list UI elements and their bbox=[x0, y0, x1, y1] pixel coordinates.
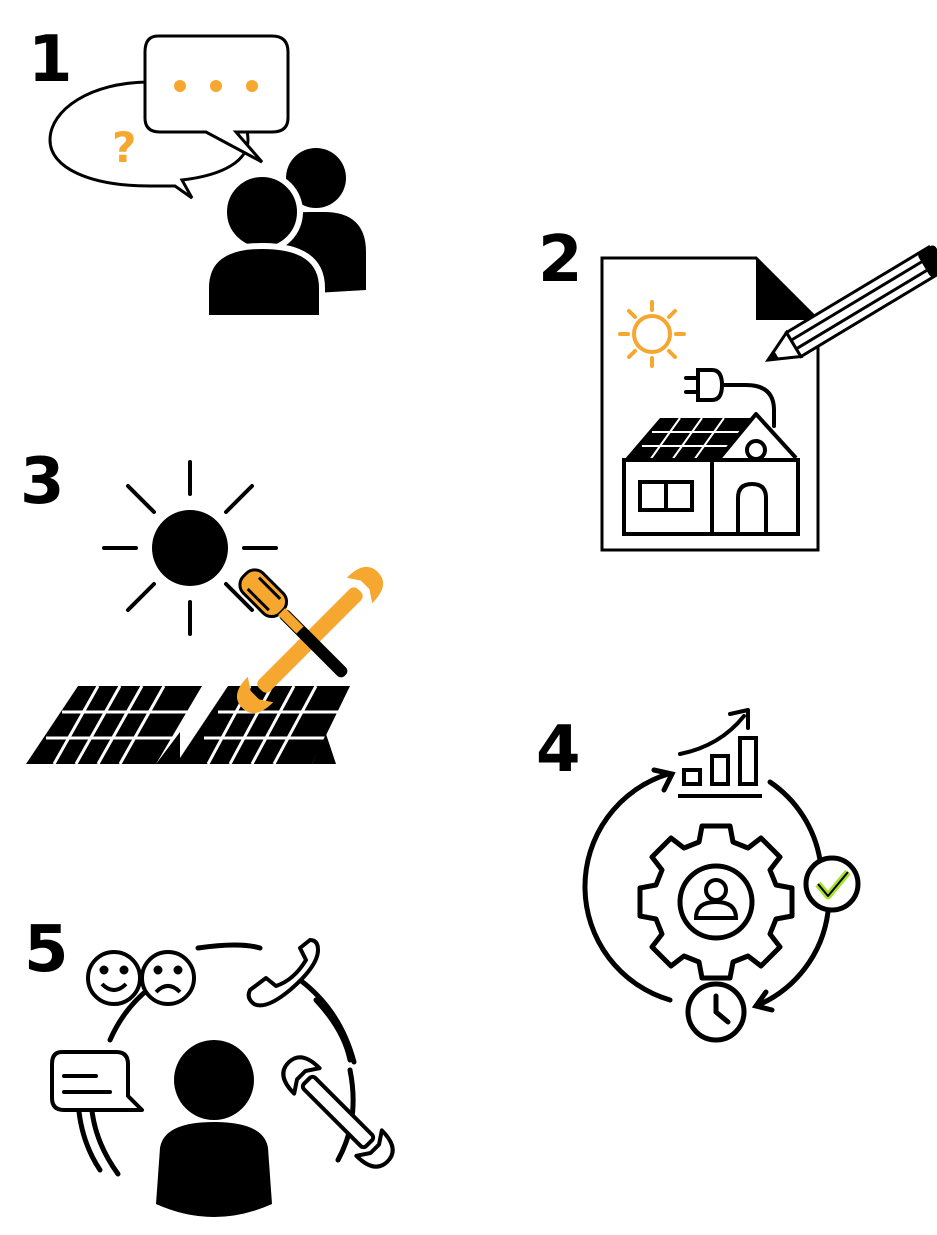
growth-chart-icon bbox=[678, 708, 762, 798]
step-5-group bbox=[50, 938, 395, 1217]
sun-icon bbox=[102, 460, 278, 636]
step-1-number: 1 bbox=[28, 23, 73, 97]
plug-icon bbox=[684, 368, 776, 428]
question-mark-icon: ? bbox=[112, 123, 136, 172]
step-4-group bbox=[582, 708, 861, 1043]
step-1-group: ? bbox=[48, 34, 366, 321]
people-icon bbox=[203, 148, 366, 321]
check-icon bbox=[803, 855, 861, 913]
happy-face-icon bbox=[86, 950, 142, 1006]
step-4-number: 4 bbox=[536, 713, 581, 787]
user-icon bbox=[693, 878, 739, 920]
person-icon bbox=[156, 1040, 272, 1217]
step-3-group bbox=[26, 460, 384, 765]
speech-bubble-front-icon bbox=[143, 34, 290, 164]
wrench-outline-icon bbox=[281, 1055, 395, 1169]
phone-icon bbox=[246, 938, 320, 1008]
sun-outline-icon bbox=[618, 300, 686, 368]
step-2-group bbox=[600, 244, 937, 552]
step-2-number: 2 bbox=[538, 223, 583, 297]
pencil-icon bbox=[764, 244, 937, 362]
solar-panels-icon bbox=[26, 685, 350, 765]
house-with-solar-roof-icon bbox=[622, 412, 800, 536]
screwdriver-icon bbox=[238, 568, 348, 678]
step-3-number: 3 bbox=[20, 445, 65, 519]
document-icon bbox=[600, 256, 820, 552]
step-5-number: 5 bbox=[24, 913, 69, 987]
clock-icon bbox=[685, 981, 747, 1043]
sad-face-icon bbox=[140, 950, 196, 1006]
chat-icon bbox=[50, 1050, 144, 1112]
cycle-arrows-icon bbox=[582, 767, 831, 1013]
